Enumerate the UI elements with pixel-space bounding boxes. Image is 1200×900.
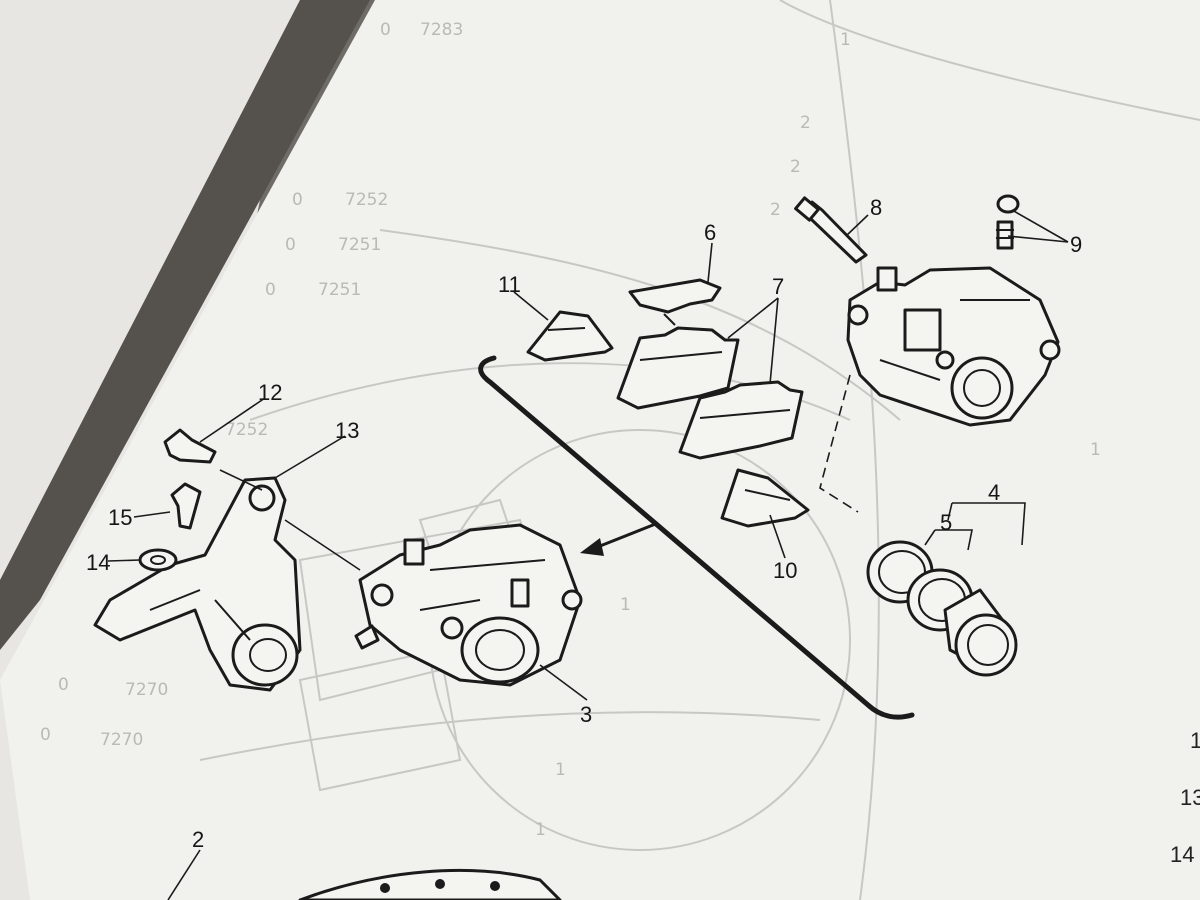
part-labels: 2 3 4 5 6 7 8 9 10 11 12 13 14 15 [86, 195, 1082, 852]
faint-code: 7283 [420, 20, 463, 40]
part-label-8: 8 [870, 195, 882, 220]
group-arrow-head [580, 538, 604, 556]
bolt-12 [163, 428, 217, 464]
faint-code: 7270 [100, 730, 143, 750]
faint-decimal: 0 [40, 725, 51, 745]
pad-shim-10 [720, 468, 810, 528]
group-arrow-line [594, 521, 659, 550]
bleeder-screw-9 [996, 194, 1020, 250]
faint-code: 7270 [125, 680, 168, 700]
faint-digit: 1 [840, 30, 851, 50]
part-label-6: 6 [704, 220, 716, 245]
part-label-11: 11 [498, 272, 521, 297]
faint-code: 7251 [318, 280, 361, 300]
faint-decimal: 0 [58, 675, 69, 695]
margin-number: 13 [1180, 785, 1200, 810]
caliper-assembly-3 [354, 523, 583, 687]
piston-seal-assembly [866, 540, 1018, 677]
group-bracket [478, 355, 915, 720]
faint-digit: 2 [770, 200, 781, 220]
faint-digit: 1 [620, 595, 631, 615]
margin-number: 1 [1190, 728, 1200, 753]
faint-digit: 1 [1090, 440, 1101, 460]
faint-digit: 2 [800, 113, 811, 133]
part-label-12: 12 [258, 380, 282, 405]
margin-number: 14 [1170, 842, 1194, 867]
faint-decimal: 0 [292, 190, 303, 210]
part-label-2: 2 [192, 827, 204, 852]
part-label-13: 13 [335, 418, 359, 443]
part-label-15: 15 [108, 505, 132, 530]
faint-code: 7252 [225, 420, 268, 440]
part-label-5: 5 [940, 510, 952, 535]
caliper-body-upper [846, 266, 1061, 427]
bolt-15 [170, 482, 202, 530]
faint-digit: 1 [555, 760, 566, 780]
caliper-bracket-13 [93, 476, 302, 692]
part-label-3: 3 [580, 702, 592, 727]
faint-code: 7252 [345, 190, 388, 210]
pad-spring-6 [628, 278, 722, 326]
faint-digit: 2 [790, 157, 801, 177]
faint-decimal: 0 [265, 280, 276, 300]
brake-pad-7a [616, 326, 740, 410]
pad-shim-11 [526, 310, 614, 362]
leader-lines [107, 209, 1069, 900]
part-label-9: 9 [1070, 232, 1082, 257]
washer-14 [138, 548, 178, 572]
faint-code: 7251 [338, 235, 381, 255]
faint-digit: 1 [535, 820, 546, 840]
faint-decimal: 0 [380, 20, 391, 40]
pin-bolt-8 [794, 196, 868, 264]
part-label-7: 7 [772, 274, 784, 299]
part-label-10: 10 [773, 558, 797, 583]
page-gutter [0, 0, 370, 650]
part-label-4: 4 [988, 480, 1000, 505]
brake-pad-7b [678, 380, 804, 460]
right-margin-numbers: 1 13 14 [1170, 728, 1200, 867]
brake-disc [298, 869, 562, 900]
part-label-14: 14 [86, 550, 110, 575]
faint-background-text: 7252 7251 7251 7252 7270 7270 7283 0 0 0… [40, 20, 1101, 840]
faint-decimal: 0 [285, 235, 296, 255]
